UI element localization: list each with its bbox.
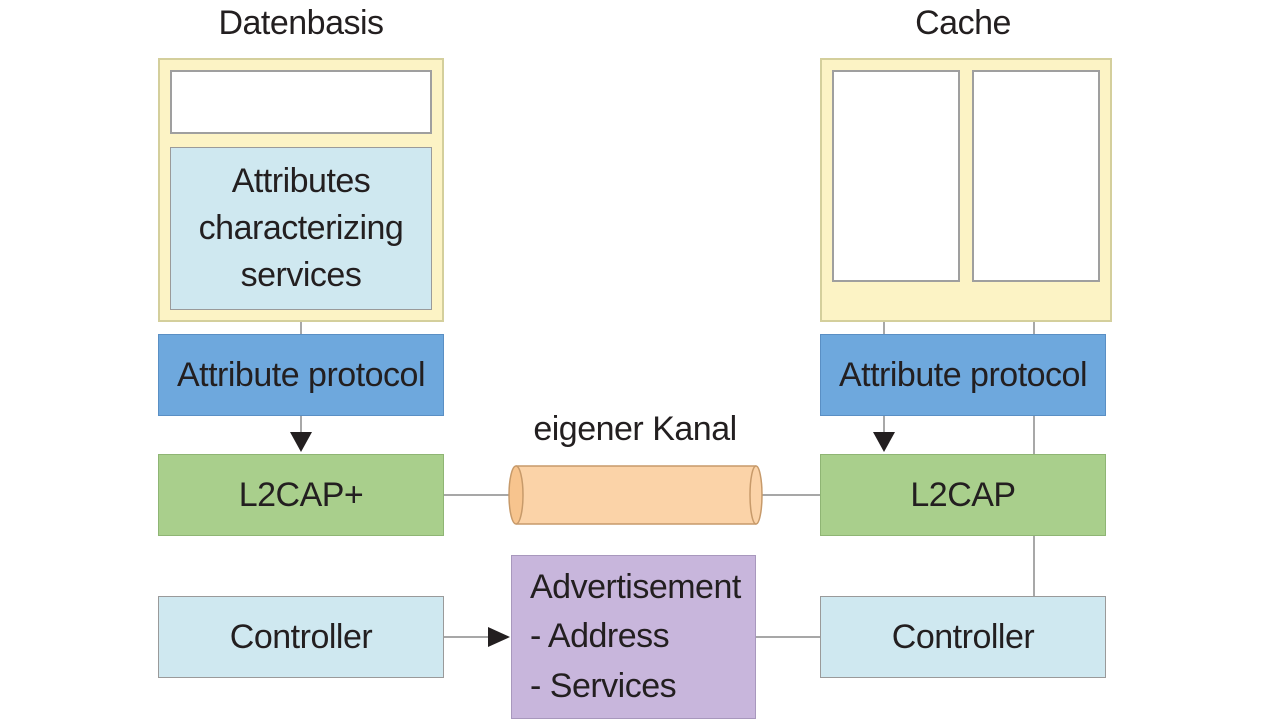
attributes-box: Attributes characterizing services bbox=[170, 147, 432, 310]
controller-right: Controller bbox=[820, 596, 1106, 678]
attribute-protocol-right-label: Attribute protocol bbox=[838, 355, 1088, 394]
datenbasis-top-slot bbox=[170, 70, 432, 134]
attribute-protocol-left: Attribute protocol bbox=[158, 334, 444, 416]
advertisement-label: Advertisement - Address - Services bbox=[530, 568, 741, 705]
advertisement-box: Advertisement - Address - Services bbox=[511, 555, 756, 719]
l2cap-plus-box: L2CAP+ bbox=[158, 454, 444, 536]
controller-left: Controller bbox=[158, 596, 444, 678]
cache-title: Cache bbox=[915, 4, 1011, 42]
attributes-box-label: Attributes characterizing services bbox=[198, 162, 404, 294]
attribute-protocol-left-label: Attribute protocol bbox=[176, 355, 426, 394]
controller-left-label: Controller bbox=[229, 617, 373, 656]
l2cap-label: L2CAP bbox=[910, 475, 1016, 514]
channel-title: eigener Kanal bbox=[533, 410, 737, 448]
arrow-down-right bbox=[873, 432, 895, 452]
arrow-down-left bbox=[290, 432, 312, 452]
attribute-protocol-right: Attribute protocol bbox=[820, 334, 1106, 416]
l2cap-box: L2CAP bbox=[820, 454, 1106, 536]
controller-right-label: Controller bbox=[891, 617, 1035, 656]
arrow-right-ad bbox=[488, 627, 510, 647]
channel-cylinder bbox=[508, 465, 763, 525]
l2cap-plus-label: L2CAP+ bbox=[238, 475, 364, 514]
cache-slot-left bbox=[832, 70, 960, 282]
cache-slot-right bbox=[972, 70, 1100, 282]
datenbasis-title: Datenbasis bbox=[218, 4, 384, 42]
